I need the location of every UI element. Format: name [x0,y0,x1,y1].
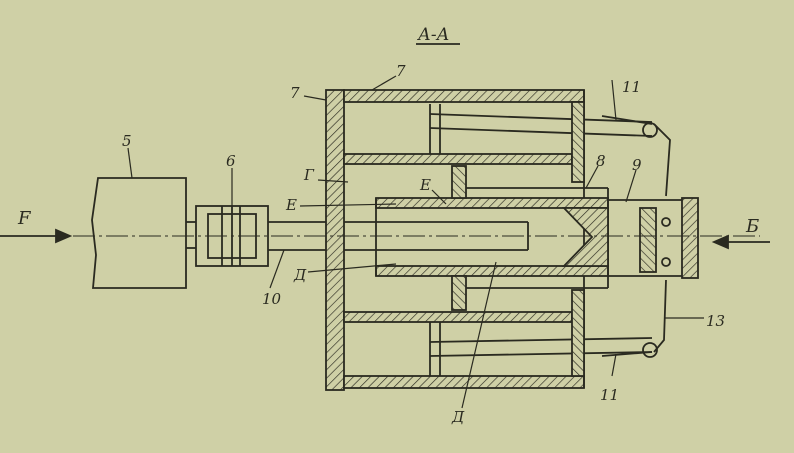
label-6: 6 [226,152,236,170]
label-7-left: 7 [290,84,300,102]
chamber-9 [608,197,699,279]
section-title: А-А [417,25,450,45]
label-d-left: Д [293,266,307,284]
piston-8 [561,207,609,267]
arrow-b [711,234,770,250]
arrow-f [0,228,73,244]
frame-13 [601,115,671,358]
label-g: Г [303,166,315,184]
housing-7 [325,89,585,391]
label-10: 10 [262,290,282,308]
label-8: 8 [596,152,606,170]
housing-ribs [571,101,585,377]
label-d-bottom: Д [451,408,465,426]
block-5 [91,177,187,289]
label-b: Б [745,216,759,237]
label-13: 13 [706,312,725,330]
label-9: 9 [632,156,642,174]
label-f: F [17,208,32,229]
label-7-top: 7 [396,62,406,80]
label-e-left: Е [285,196,297,214]
guide-rods-11 [429,104,653,376]
label-11-bottom: 11 [600,386,619,404]
leader-lines [127,75,704,409]
label-11-top: 11 [622,78,641,96]
inner-cylinder [375,165,609,311]
label-5: 5 [122,132,132,150]
label-e-inner: Е [419,176,431,194]
